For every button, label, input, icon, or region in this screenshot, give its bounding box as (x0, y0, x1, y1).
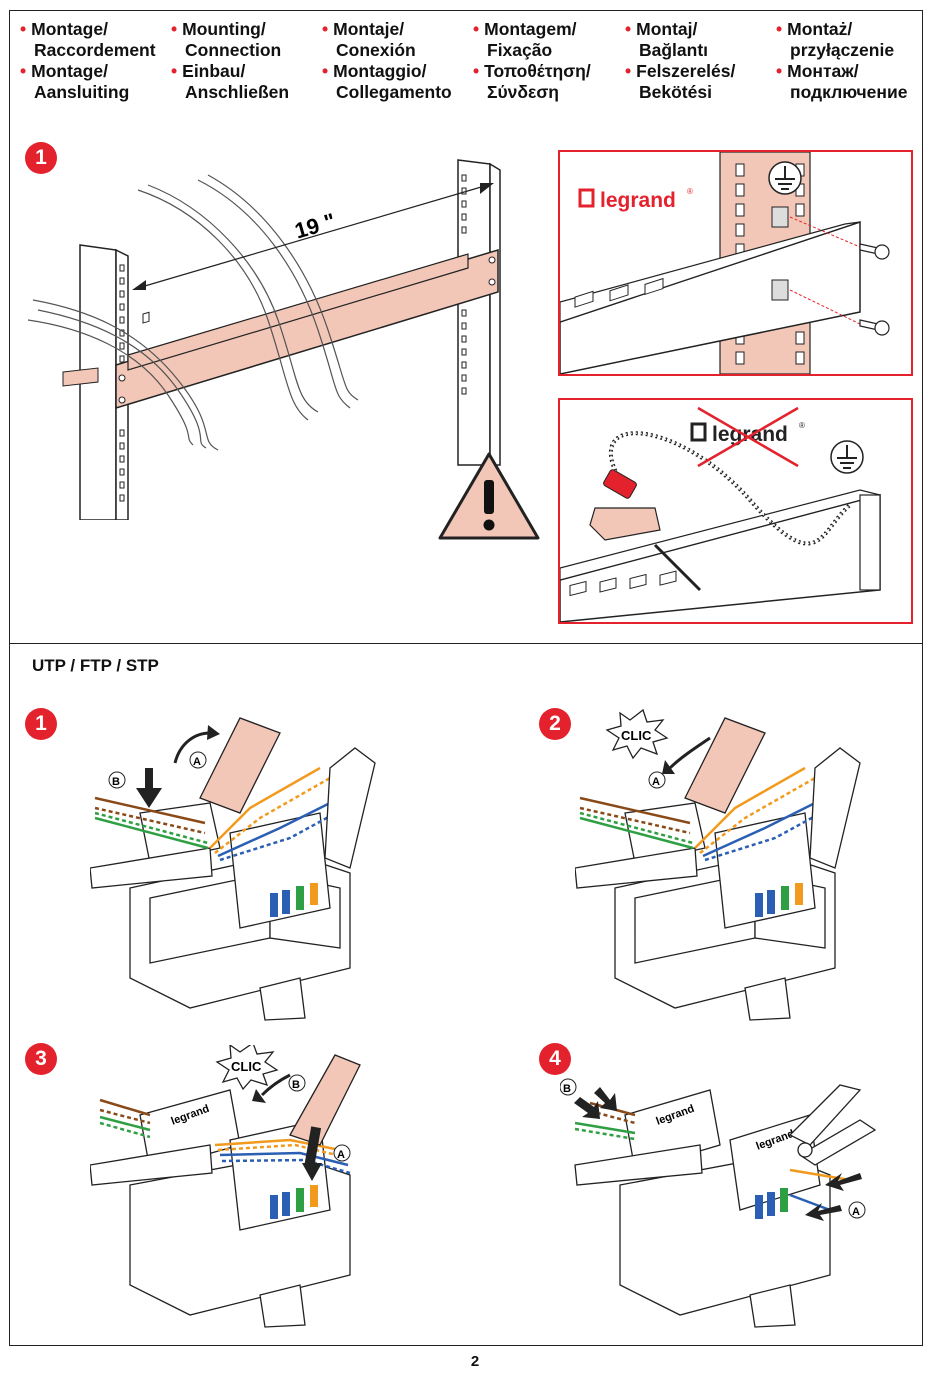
page-frame (9, 10, 923, 1346)
header-col-fr-nl: •Montage/ Raccordement •Montage/ Aanslui… (20, 19, 156, 102)
cable-management-panel (115, 248, 499, 410)
ground-symbol-icon (830, 440, 864, 474)
ground-lug (603, 469, 637, 499)
svg-text:A: A (193, 756, 201, 768)
step-badge-2: 2 (539, 708, 571, 740)
grounding-other-panel: legrand ® (558, 398, 913, 624)
cover-flap (199, 717, 376, 869)
width-dimension-line (137, 184, 489, 289)
ground-clip (589, 507, 661, 541)
header-col-es-it: •Montaje/ Conexión •Montaggio/ Collegame… (322, 19, 452, 102)
page-number: 2 (470, 1353, 480, 1370)
step-badge-3: 3 (25, 1043, 57, 1075)
ground-symbol-icon (768, 161, 802, 195)
clic-burst (605, 708, 669, 760)
warning-icon (438, 452, 540, 540)
connector-step-3: legrand A B CLIC (90, 1045, 361, 1328)
header-col-en-de: •Mounting/ Connection •Einbau/ Anschließ… (171, 19, 290, 102)
svg-text:CLIC: CLIC (231, 1059, 262, 1074)
svg-text:B: B (563, 1083, 571, 1095)
press-arrow (136, 768, 162, 808)
svg-text:A: A (337, 1149, 345, 1161)
step-badge-1: 1 (25, 708, 57, 740)
step-badge-4: 4 (539, 1043, 571, 1075)
connector-step-2: A CLIC (575, 708, 861, 1021)
svg-text:®: ® (799, 421, 805, 430)
cable-type-heading: UTP / FTP / STP (32, 656, 159, 675)
rack-illustration: 19 " (28, 159, 501, 520)
legrand-logo-crossed: legrand ® (690, 406, 805, 468)
connector-step-4: legrand legrand B A (560, 1078, 877, 1328)
svg-text:B: B (112, 776, 120, 788)
step-badge-mount: 1 (25, 142, 57, 174)
legrand-logo: legrand ® (578, 187, 693, 212)
header-col-pt-el: •Montagem/ Fixação •Τοποθέτηση/ Σύνδεση (473, 19, 591, 102)
clic-burst (215, 1045, 279, 1091)
right-rack-post (457, 159, 501, 466)
header-col-tr-hu: •Montaj/ Bağlantı •Felszerelés/ Bekötési (625, 19, 736, 102)
connector-step-1: A B (90, 717, 376, 1021)
svg-text:®: ® (687, 187, 693, 196)
width-dimension-label: 19 " (292, 208, 338, 243)
grounding-correct-panel: legrand ® (558, 150, 913, 376)
header-col-pl-ru: •Montaż/ przyłączenie •Монтаж/ подключен… (776, 19, 908, 102)
cable-bundle (28, 174, 359, 451)
cable (90, 847, 213, 889)
svg-text:A: A (852, 1206, 860, 1218)
svg-text:legrand: legrand (600, 189, 676, 212)
section-divider (9, 643, 923, 644)
svg-text:B: B (292, 1079, 300, 1091)
svg-text:A: A (652, 776, 660, 788)
cutter-icon (788, 1084, 877, 1166)
screw-icon (859, 243, 890, 336)
svg-text:CLIC: CLIC (621, 728, 652, 743)
